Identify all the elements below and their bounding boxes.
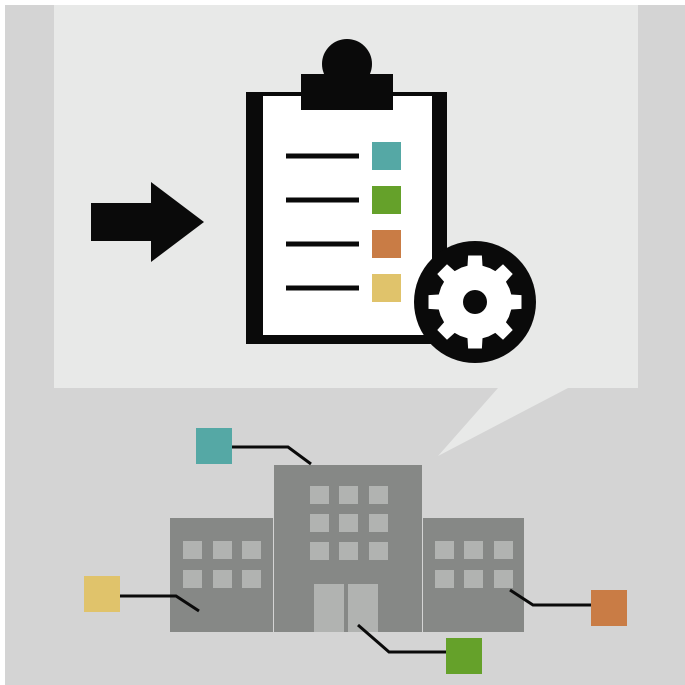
- office-building-icon: [170, 465, 524, 632]
- building-door-right: [348, 584, 378, 632]
- building-window: [310, 486, 329, 504]
- building-window: [213, 541, 232, 559]
- building-window: [339, 514, 358, 532]
- yellow-square: [84, 576, 120, 612]
- connector-line-yellow: [120, 594, 200, 613]
- building-windows: [183, 486, 513, 588]
- gear-icon: [414, 241, 536, 363]
- building-door-left: [314, 584, 344, 632]
- checklist-green-box: [372, 186, 401, 214]
- connector-line-orange: [509, 588, 591, 607]
- checklist-orange-box: [372, 230, 401, 258]
- building-window: [435, 541, 454, 559]
- building-window: [213, 570, 232, 588]
- building-window: [310, 542, 329, 560]
- checklist-line: [286, 285, 359, 291]
- checklist-line: [286, 153, 359, 159]
- checklist-yellow-box: [372, 274, 401, 302]
- building-window: [339, 486, 358, 504]
- clipboard-clamp: [301, 74, 393, 110]
- connector-line-teal: [232, 445, 312, 466]
- building-window: [183, 541, 202, 559]
- right-arrow-icon: [91, 182, 204, 262]
- checklist: [286, 142, 401, 302]
- teal-square: [196, 428, 232, 464]
- clipboard-paper: [263, 96, 432, 335]
- building-window: [494, 541, 513, 559]
- building-window: [369, 486, 388, 504]
- building-window: [494, 570, 513, 588]
- checklist-line: [286, 197, 359, 203]
- building-window: [242, 570, 261, 588]
- building-window: [369, 514, 388, 532]
- building-window: [435, 570, 454, 588]
- clipboard-checklist-icon: [246, 39, 447, 344]
- building-window: [369, 542, 388, 560]
- connector-line-green: [357, 623, 446, 654]
- building-window: [242, 541, 261, 559]
- gear-hole-center: [463, 290, 487, 314]
- building-window: [464, 541, 483, 559]
- building-window: [464, 570, 483, 588]
- orange-square: [591, 590, 627, 626]
- building-window: [183, 570, 202, 588]
- connectors: [84, 428, 627, 674]
- checklist-teal-box: [372, 142, 401, 170]
- green-square: [446, 638, 482, 674]
- checklist-line: [286, 241, 359, 247]
- building-window: [310, 514, 329, 532]
- building-window: [339, 542, 358, 560]
